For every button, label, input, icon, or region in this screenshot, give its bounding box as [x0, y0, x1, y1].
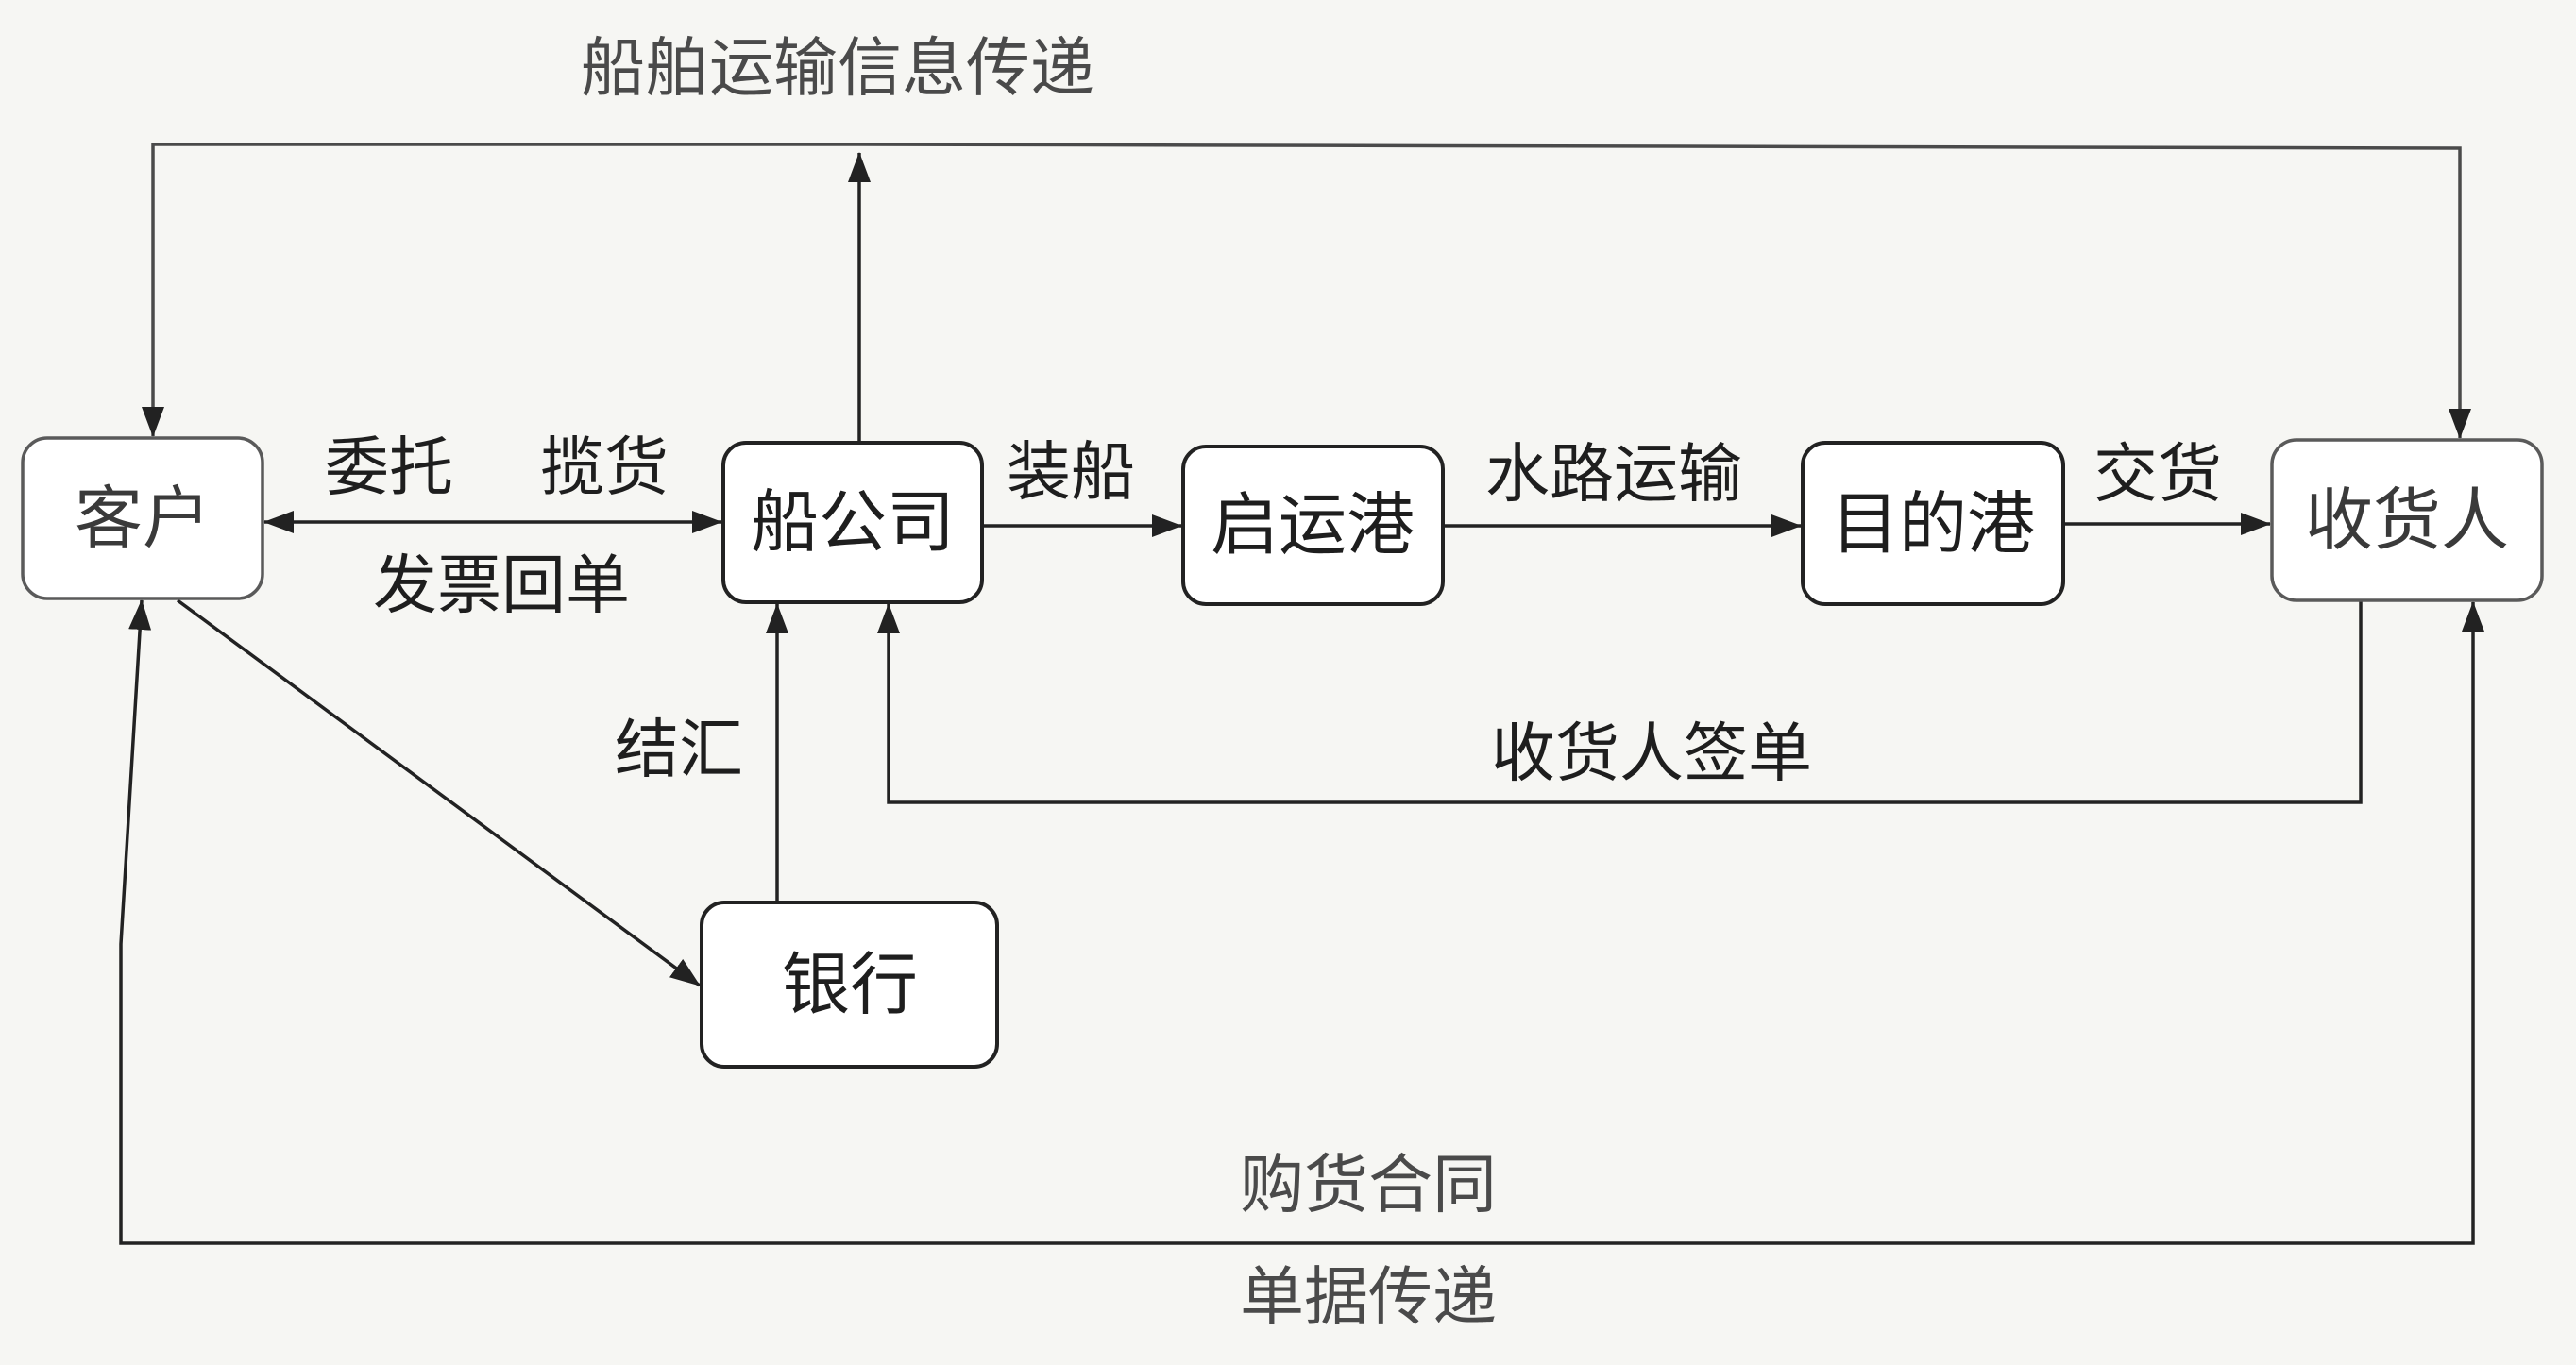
node-bank-label: 银行: [782, 945, 918, 1024]
node-client-box: [21, 436, 264, 600]
edge-client-to-bank: [176, 598, 702, 987]
node-consignee: 收货人: [2270, 438, 2544, 602]
label-loading: 装船: [1007, 436, 1135, 511]
edge-info-line-to-client: [142, 143, 859, 437]
label-invoice-receipt: 发票回单: [373, 549, 630, 624]
node-destination-port-box: [1801, 441, 2065, 606]
edge-consignee-to-shipping-company: [877, 600, 2363, 804]
edge-bottom-line-to-client: [119, 599, 1368, 1245]
edge-info-line-to-consignee: [858, 143, 2471, 439]
node-client-label: 客户: [75, 479, 211, 558]
node-bank: 银行: [700, 901, 999, 1069]
label-solicit-cargo: 揽货: [540, 431, 669, 506]
node-destination-port-label: 目的港: [1831, 484, 2035, 564]
edge-bottom-line-to-consignee: [1368, 601, 2484, 1245]
label-document-transfer: 单据传递: [1240, 1261, 1497, 1336]
node-destination-port: 目的港: [1801, 441, 2065, 606]
node-shipping-company-box: [721, 441, 984, 604]
node-shipping-company-label: 船公司: [751, 482, 955, 562]
node-consignee-box: [2270, 438, 2544, 602]
label-delivery: 交货: [2093, 438, 2222, 513]
label-purchase-contract: 购货合同: [1240, 1149, 1497, 1223]
node-departure-port-label: 启运港: [1211, 485, 1415, 565]
node-consignee-label: 收货人: [2305, 480, 2509, 560]
label-settlement: 结汇: [615, 714, 743, 788]
label-consignee-sign: 收货人签单: [1491, 717, 1812, 792]
node-departure-port-box: [1181, 445, 1445, 606]
label-ship-info-transfer: 船舶运输信息传递: [581, 32, 1094, 107]
node-bank-box: [700, 901, 999, 1069]
label-water-transport: 水路运输: [1485, 438, 1742, 513]
node-client: 客户: [21, 436, 264, 600]
node-departure-port: 启运港: [1181, 445, 1445, 606]
node-shipping-company: 船公司: [721, 441, 984, 604]
label-entrust: 委托: [325, 431, 453, 506]
